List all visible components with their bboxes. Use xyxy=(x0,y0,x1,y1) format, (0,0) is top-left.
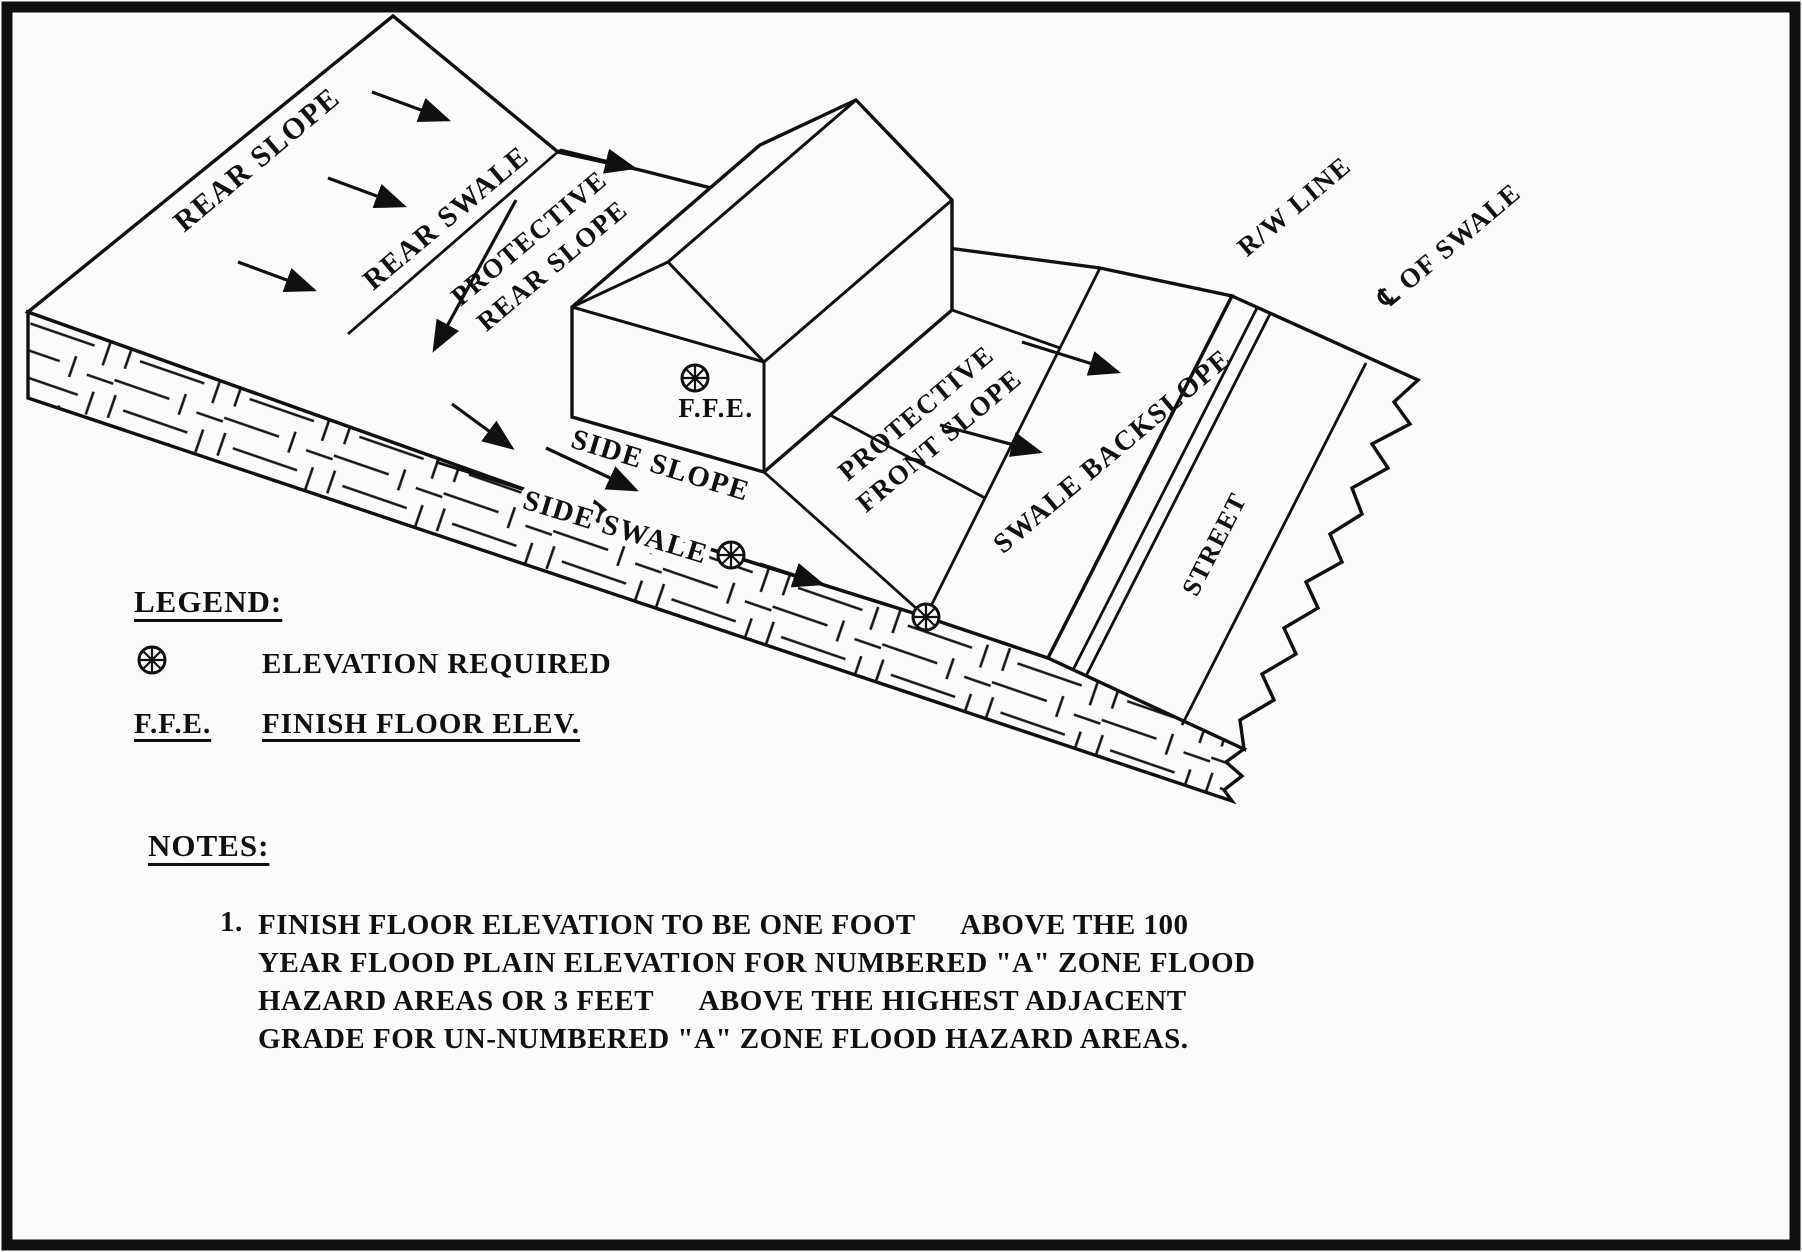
front-slope-line xyxy=(763,470,927,619)
street-surface xyxy=(1045,293,1422,752)
house-outline xyxy=(570,97,954,474)
legend-symbol-cell xyxy=(134,642,262,686)
flow-arrow xyxy=(939,423,1044,457)
note-text: FINISH FLOOR ELEVATION TO BE ONE FOOT AB… xyxy=(258,906,1256,1058)
flow-arrows xyxy=(237,90,1122,588)
front-slope-line xyxy=(829,413,986,500)
note-number: 1. xyxy=(220,906,243,938)
elevation-marker-ffe xyxy=(680,363,710,393)
rear-swale-line xyxy=(347,148,561,336)
note-item-1: 1. FINISH FLOOR ELEVATION TO BE ONE FOOT… xyxy=(220,906,1256,1058)
note-text-line: FINISH FLOOR ELEVATION TO BE ONE FOOT AB… xyxy=(258,909,1189,941)
curb-line xyxy=(1084,313,1272,677)
street-edge-lines xyxy=(1071,307,1368,726)
house-roof-lines xyxy=(571,98,953,472)
rw-line-label: R/W LINE xyxy=(1232,150,1357,262)
flow-arrow xyxy=(327,176,408,209)
flow-arrow xyxy=(432,199,518,353)
elevation-marker-side-swale xyxy=(716,540,746,570)
curb-line xyxy=(1071,307,1259,671)
elevation-marker-lot-corner xyxy=(911,602,941,632)
centerline-of-swale-label: ℄ OF SWALE xyxy=(1370,177,1526,315)
elevation-required-icon xyxy=(137,645,167,675)
legend-item-label: FINISH FLOOR ELEV. xyxy=(262,708,581,740)
notes-title: NOTES: xyxy=(148,828,270,863)
flow-arrow xyxy=(237,260,318,293)
street-far-edge-line xyxy=(1180,362,1368,726)
legend-item-elevation-required: ELEVATION REQUIRED xyxy=(134,642,612,686)
note-text-line: YEAR FLOOD PLAIN ELEVATION FOR NUMBERED … xyxy=(258,947,1256,979)
front-slope-line xyxy=(951,308,1061,350)
flow-arrow xyxy=(759,562,826,588)
flow-arrow xyxy=(545,446,639,492)
flow-arrow xyxy=(1021,340,1122,376)
legend-item-ffe: F.F.E. FINISH FLOOR ELEV. xyxy=(134,708,612,741)
flow-arrow xyxy=(371,90,452,123)
note-text-line: GRADE FOR UN-NUMBERED "A" ZONE FLOOD HAZ… xyxy=(258,1023,1189,1055)
notes: NOTES: 1. FINISH FLOOR ELEVATION TO BE O… xyxy=(148,828,1256,1058)
flow-arrow xyxy=(451,402,515,450)
legend-item-key: F.F.E. xyxy=(134,708,212,740)
legend: LEGEND: ELEVATION REQUIRED F.F.E. FINISH… xyxy=(134,584,612,741)
note-text-line: HAZARD AREAS OR 3 FEET ABOVE THE HIGHEST… xyxy=(258,985,1187,1017)
flow-arrow xyxy=(559,148,638,174)
legend-item-label: ELEVATION REQUIRED xyxy=(262,647,612,680)
legend-title: LEGEND: xyxy=(134,584,283,619)
house xyxy=(570,97,954,474)
side-swale-line xyxy=(435,460,927,619)
flow-arrow xyxy=(527,490,622,524)
ffe-label: F.F.E. xyxy=(678,393,753,423)
